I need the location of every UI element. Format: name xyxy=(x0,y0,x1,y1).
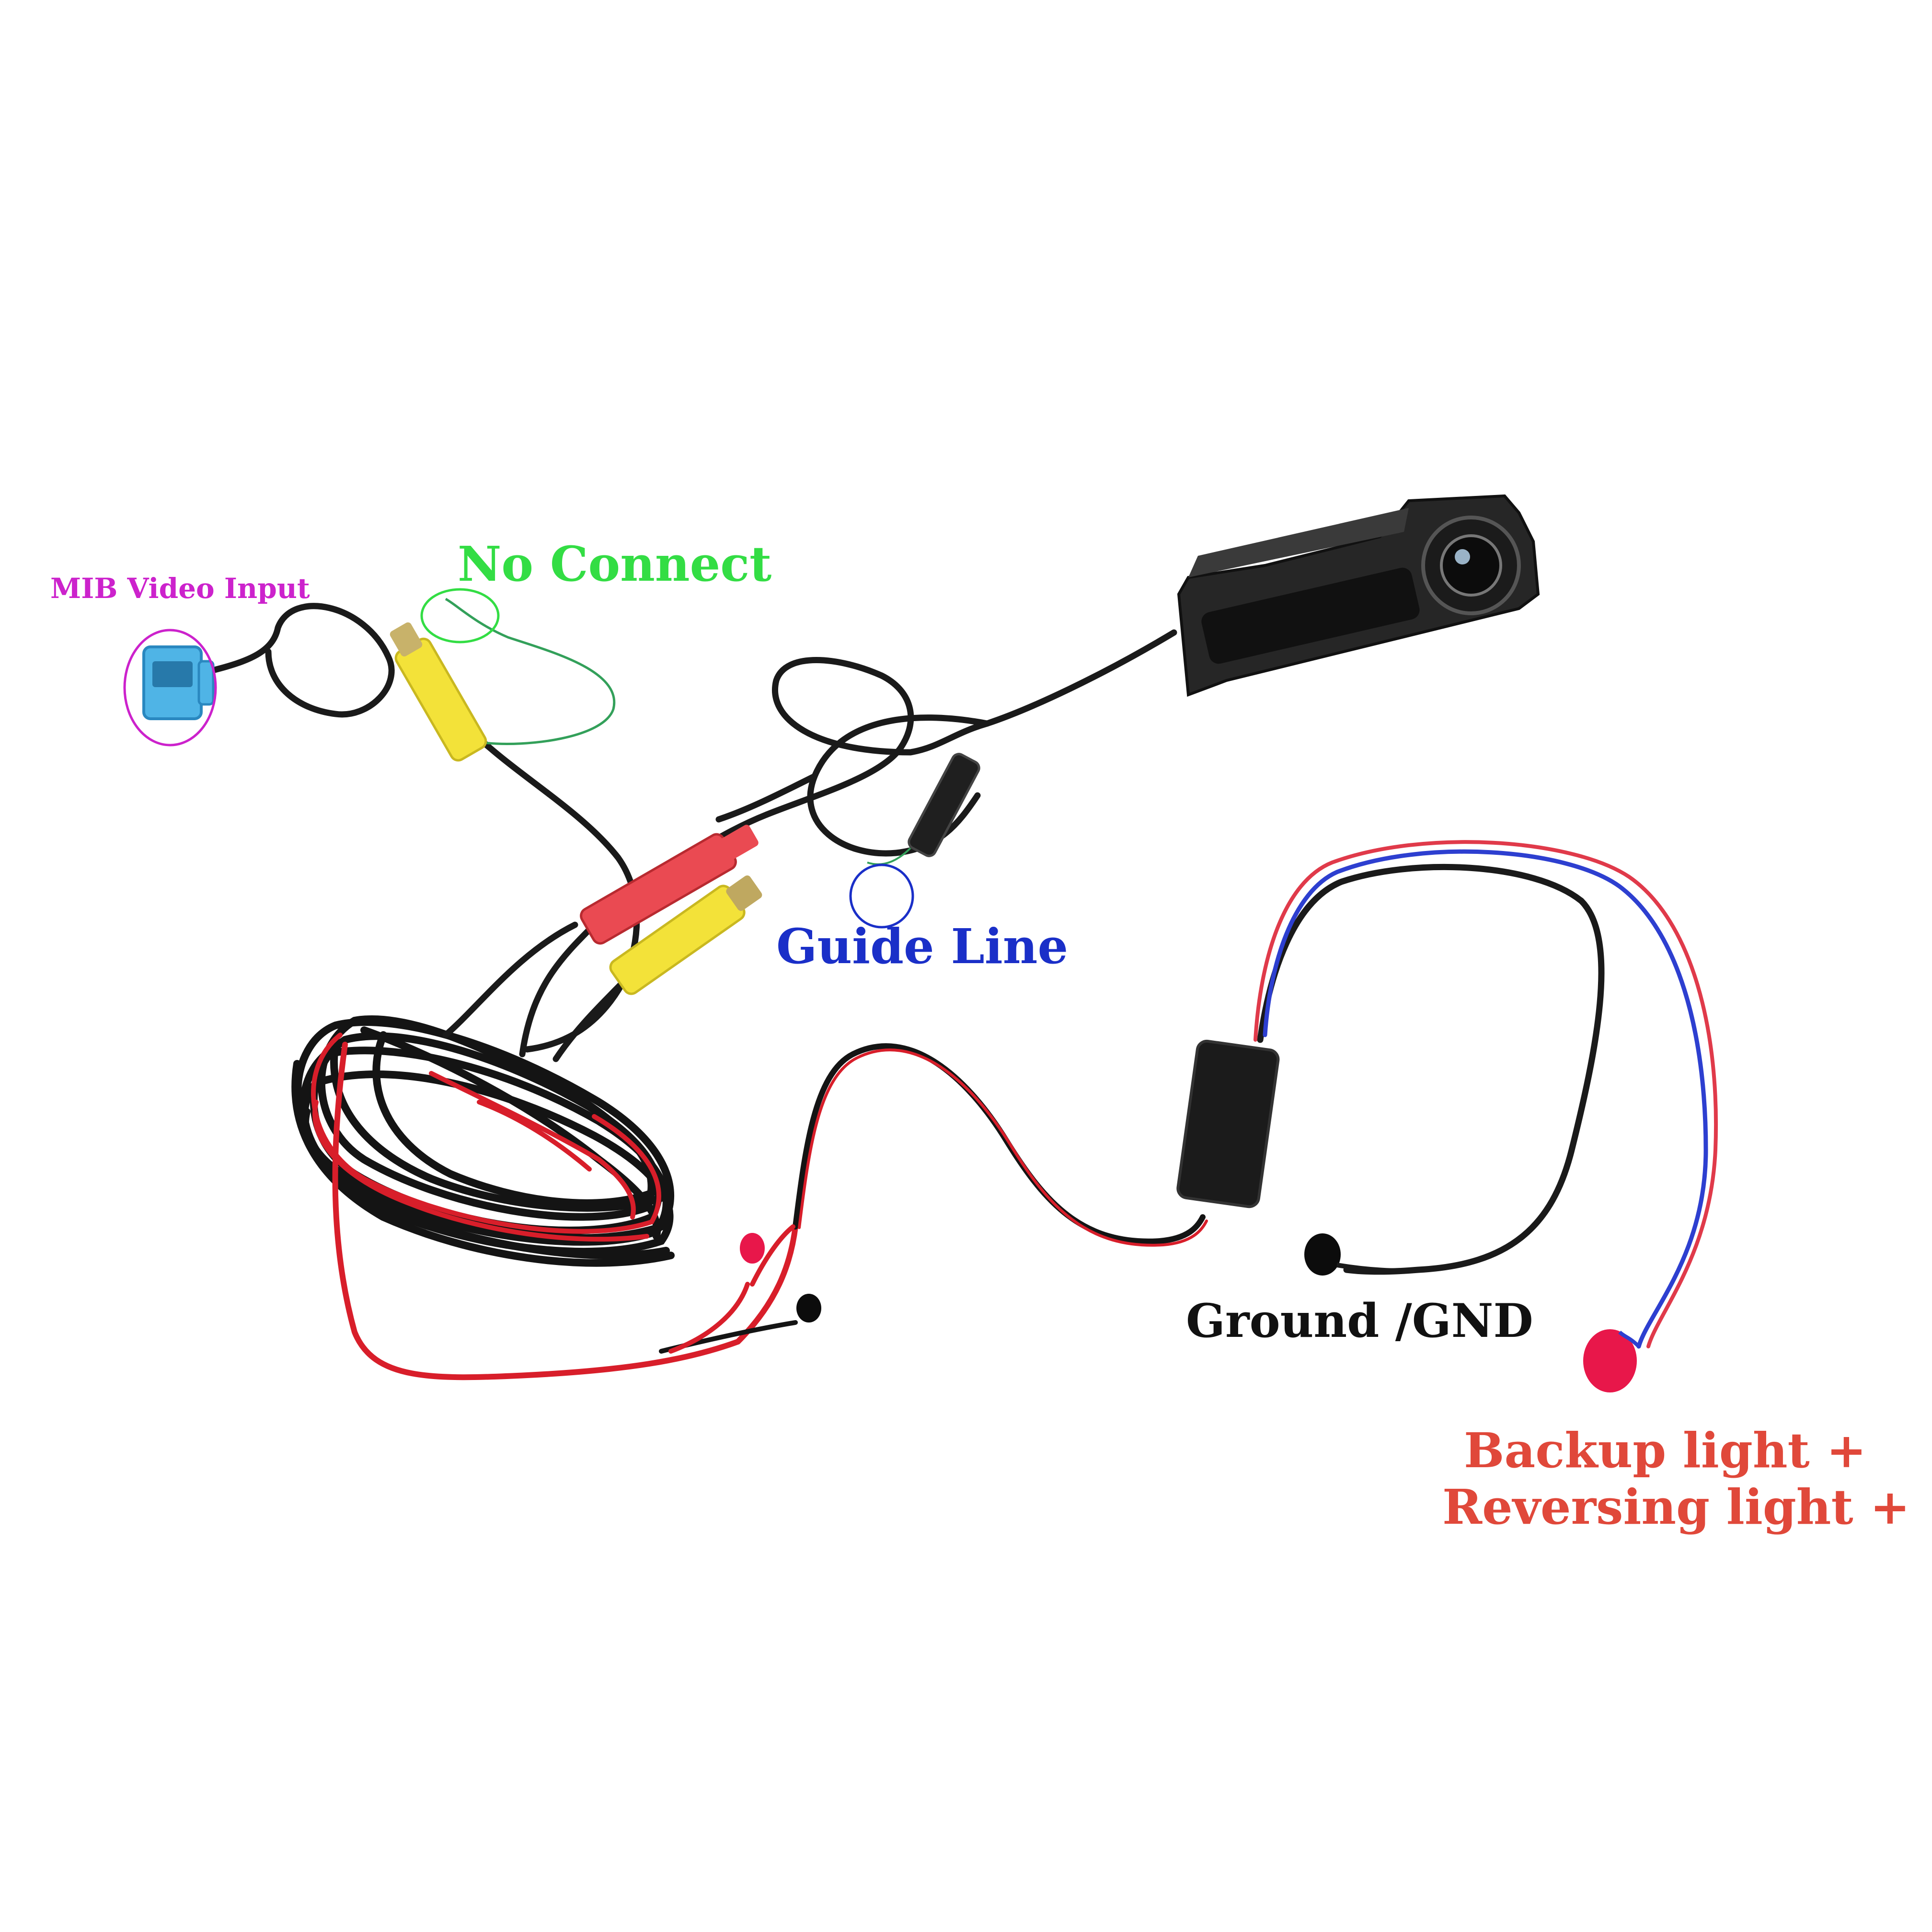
camera-ribs xyxy=(1188,508,1409,577)
backup-light-label: Backup light + xyxy=(1464,1422,1866,1479)
camera-handle-slot xyxy=(1201,567,1420,664)
camera-unit xyxy=(1177,494,1540,697)
cable-coil-red-strands xyxy=(311,1033,661,1242)
camera-lens xyxy=(1440,534,1502,597)
reversing-light-dot xyxy=(1583,1329,1637,1392)
guide-line-label: Guide Line xyxy=(776,918,1068,975)
red-dot-small xyxy=(740,1233,765,1264)
black-dot-small xyxy=(796,1294,821,1322)
red-rca-plug xyxy=(580,825,759,945)
trigger-wires xyxy=(1254,840,1718,1349)
no-connect-wire xyxy=(445,598,616,745)
power-pair-cable xyxy=(332,1042,1208,1380)
camera-lens-glint xyxy=(1455,549,1470,564)
mib-connector xyxy=(123,629,217,747)
ground-wire-tail xyxy=(1336,1263,1419,1273)
ground-label: Ground /GND xyxy=(1186,1294,1533,1348)
guide-line-wire xyxy=(867,847,911,865)
trigger-module xyxy=(1176,1039,1280,1208)
yellow-rca-lower xyxy=(609,875,762,995)
guide-line-circle xyxy=(849,863,914,929)
no-connect-circle xyxy=(420,588,500,644)
reversing-light-label: Reversing light + xyxy=(1442,1479,1910,1535)
ground-dot xyxy=(1304,1233,1341,1276)
no-connect-label: No Connect xyxy=(458,536,771,592)
mib-highlight-circle xyxy=(123,629,217,747)
mib-connector-pins xyxy=(152,661,193,687)
main-cables xyxy=(207,603,1605,1275)
black-inline-connector xyxy=(908,753,980,857)
reversing-wire-tail xyxy=(1618,1331,1640,1348)
yellow-rca-top xyxy=(390,622,487,762)
mib-video-input-label: MIB Video Input xyxy=(50,572,310,605)
